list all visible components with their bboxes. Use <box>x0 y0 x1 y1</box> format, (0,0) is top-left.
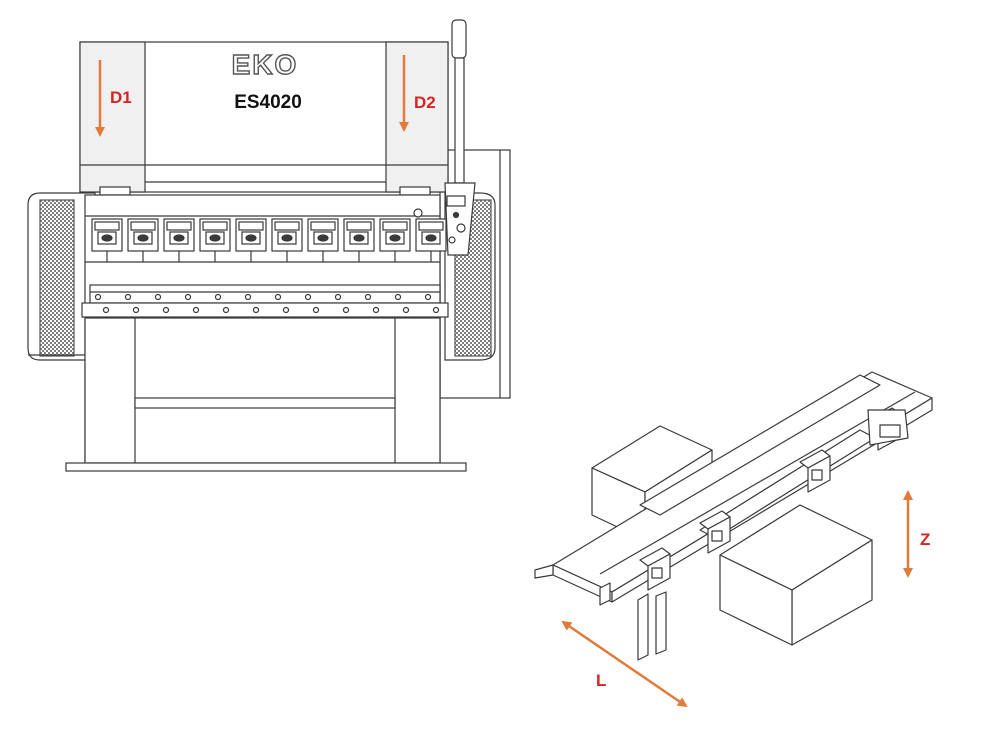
tool-clamp <box>343 218 375 262</box>
rail-bolt <box>372 306 380 314</box>
d1-indicator: D1 <box>95 60 132 137</box>
rail-bolt <box>244 293 252 301</box>
rail-bolt <box>312 306 320 314</box>
rail-bolt <box>154 293 162 301</box>
rail-bolt <box>402 306 410 314</box>
tool-clamp <box>307 218 339 262</box>
finger-stop <box>799 449 831 493</box>
rail-bolt <box>252 306 260 314</box>
lower-tool-rail <box>81 284 449 318</box>
rail-bolt <box>304 293 312 301</box>
rail-bolt <box>132 306 140 314</box>
rail-bolt <box>394 293 402 301</box>
press-brake-front-view: EKO ES4020 <box>27 19 511 472</box>
l-label: L <box>596 671 606 690</box>
control-pendant <box>413 19 476 256</box>
tool-clamp <box>199 218 231 262</box>
z-indicator: Z <box>903 490 930 578</box>
rail-bolt <box>282 306 290 314</box>
backgauge-isometric-view <box>534 371 933 661</box>
d2-indicator: D2 <box>399 55 436 132</box>
right-housing <box>719 504 873 646</box>
z-label: Z <box>920 530 930 549</box>
upper-beam <box>79 41 449 196</box>
tool-clamp <box>235 218 267 262</box>
rail-bolt <box>162 306 170 314</box>
rail-bolt <box>214 293 222 301</box>
tool-clamp <box>415 218 447 262</box>
tool-clamp <box>271 218 303 262</box>
left-side-guard <box>27 192 96 361</box>
d1-label: D1 <box>110 88 132 107</box>
tool-clamp-row <box>85 215 447 263</box>
rail-bolt <box>192 306 200 314</box>
rail-bolt <box>432 306 440 314</box>
rail-bolt <box>94 293 102 301</box>
l-arrow <box>561 620 688 708</box>
rail-bolt <box>222 306 230 314</box>
l-indicator: L <box>561 620 688 708</box>
rail-bolt <box>274 293 282 301</box>
d2-label: D2 <box>414 93 436 112</box>
tool-clamp <box>91 218 123 262</box>
rail-bolt <box>124 293 132 301</box>
support-legs <box>599 582 667 661</box>
lower-frame <box>65 317 467 472</box>
lower-rail-bolts <box>94 293 440 314</box>
z-axis-carriage <box>867 409 909 446</box>
finger-stop <box>699 510 731 554</box>
rail-bolt <box>424 293 432 301</box>
brand-logo-text: EKO <box>232 49 299 80</box>
rail-bolt <box>102 306 110 314</box>
brand-logo: EKO <box>231 48 299 80</box>
rail-bolt <box>184 293 192 301</box>
rail-bolt <box>334 293 342 301</box>
model-label: ES4020 <box>234 92 302 113</box>
tool-clamp <box>379 218 411 262</box>
rail-bolt <box>342 306 350 314</box>
tool-clamp <box>127 218 159 262</box>
tool-clamp <box>163 218 195 262</box>
finger-stop <box>639 547 671 591</box>
rail-bolt <box>364 293 372 301</box>
